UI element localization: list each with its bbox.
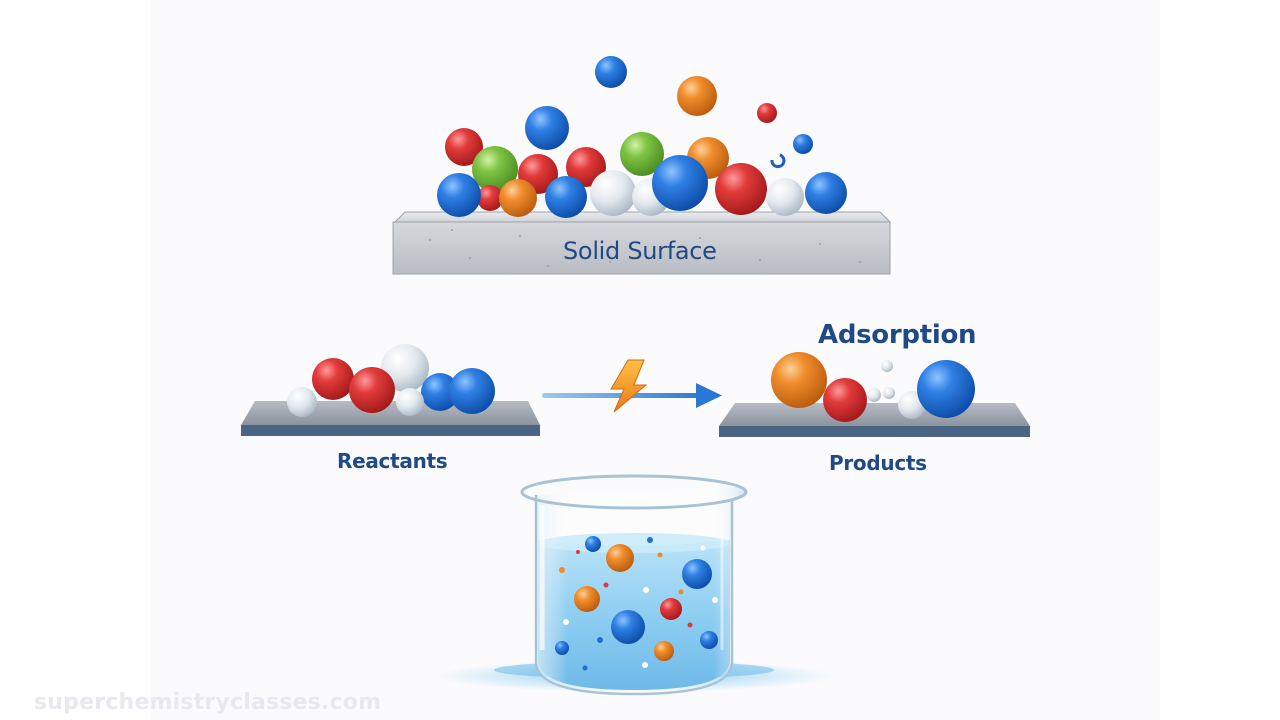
molecule-blue [585,536,601,552]
molecule-orange [606,544,634,572]
molecule-red [823,378,867,422]
molecule-orange [654,641,674,661]
molecule-red [566,147,606,187]
molecule-blue [555,641,569,655]
lightning-bolt-icon [610,359,648,413]
product-molecules [771,352,975,422]
products-label: Products [829,451,927,475]
molecule-orange [771,352,827,408]
molecule-blue [437,173,481,217]
molecule-white [883,387,895,399]
water-droplet-icon [881,360,893,372]
molecule-blue [700,631,718,649]
reactants-plate [241,401,540,436]
molecule-orange [499,179,537,217]
molecule-white [590,170,636,216]
molecule-red [660,598,682,620]
curl-icon [770,153,786,169]
molecule-green [472,146,518,192]
molecule-blue [545,176,587,218]
molecule-blue [611,610,645,644]
molecule-orange [677,76,717,116]
molecule-red [445,128,483,166]
molecule-white [766,178,804,216]
solid-surface-label: Solid Surface [563,237,717,265]
molecule-blue [449,368,495,414]
solid-surface-slab [392,211,892,275]
products-plate [719,403,1030,437]
molecule-red [715,163,767,215]
molecule-blue [652,155,708,211]
molecule-blue [682,559,712,589]
molecule-blue [421,373,459,411]
molecule-white [287,387,317,417]
molecule-white [867,388,881,402]
watermark: superchemistryclasses.com [34,690,382,715]
molecule-green [620,132,664,176]
molecule-blue [595,56,627,88]
adsorption-label: Adsorption [818,320,977,350]
molecule-blue [805,172,847,214]
reactants-label: Reactants [337,449,448,473]
dissolved-molecules [555,536,718,671]
molecule-blue [917,360,975,418]
molecule-red [312,358,354,400]
molecule-orange [574,586,600,612]
adsorbed-molecules [437,128,847,218]
molecule-red [349,367,395,413]
molecule-red [477,185,503,211]
molecule-blue [525,106,569,150]
free-molecules [525,56,813,169]
reactant-molecules [287,344,495,417]
molecule-white [381,344,429,392]
molecule-blue [793,134,813,154]
molecule-red [757,103,777,123]
molecule-white [396,388,424,416]
